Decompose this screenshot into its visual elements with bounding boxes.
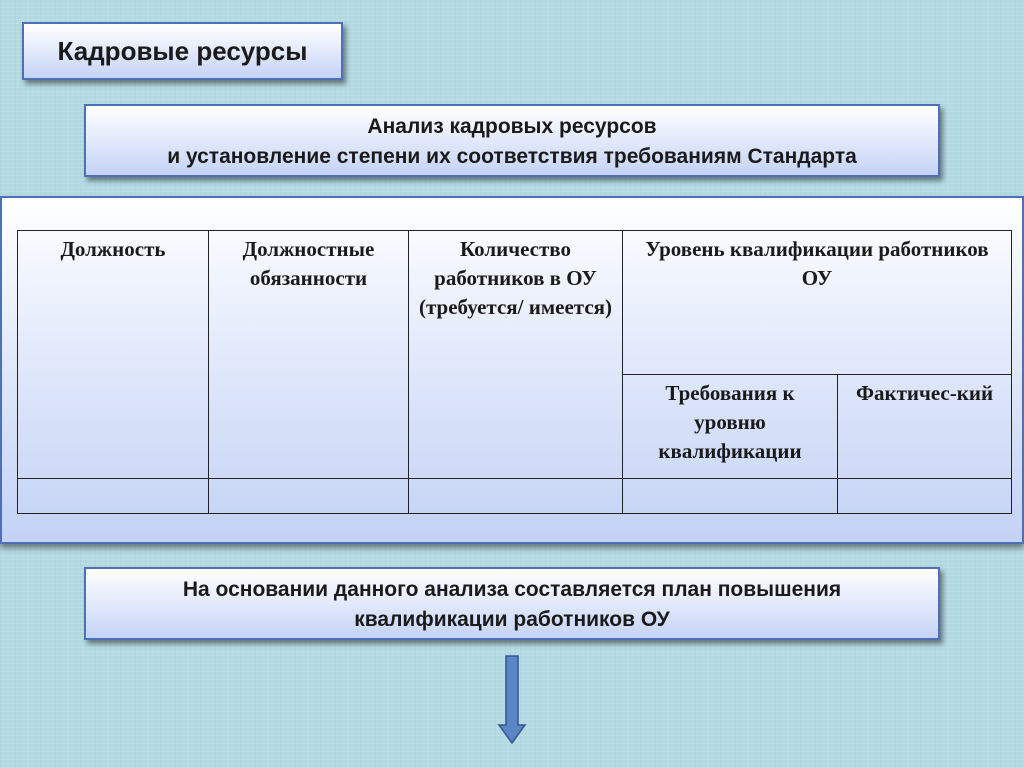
header-qualification: Уровень квалификации работников ОУ bbox=[622, 230, 1012, 375]
table-cell bbox=[208, 477, 409, 515]
table-panel: Должность Должностные обязанности Количе… bbox=[0, 196, 1024, 544]
table-cell bbox=[408, 477, 623, 515]
header-requirements: Требования к уровню квалификации bbox=[622, 373, 838, 479]
table-cell bbox=[622, 477, 838, 515]
table-cell bbox=[837, 477, 1012, 515]
header-actual: Фактичес-кий bbox=[837, 373, 1012, 479]
down-arrow-icon bbox=[497, 655, 527, 745]
staffing-table: Должность Должностные обязанности Количе… bbox=[17, 230, 1012, 515]
header-duties: Должностные обязанности bbox=[208, 230, 409, 479]
plan-line-2: квалификации работников ОУ bbox=[354, 608, 670, 631]
page-title-text: Кадровые ресурсы bbox=[57, 36, 308, 66]
analysis-box: Анализ кадровых ресурсов и установление … bbox=[84, 104, 940, 177]
plan-box: На основании данного анализа составляетс… bbox=[84, 567, 940, 640]
table-cell bbox=[17, 477, 209, 515]
header-count: Количество работников в ОУ (требуется/ и… bbox=[408, 230, 623, 479]
header-position: Должность bbox=[17, 230, 209, 479]
page-title: Кадровые ресурсы bbox=[22, 22, 343, 80]
table-header-row: Должность Должностные обязанности Количе… bbox=[17, 230, 1012, 479]
table-subheader-row: Требования к уровню квалификации Фактиче… bbox=[18, 373, 1012, 479]
plan-line-1: На основании данного анализа составляетс… bbox=[182, 578, 842, 601]
analysis-line-2: и установление степени их соответствия т… bbox=[167, 145, 857, 168]
analysis-line-1: Анализ кадровых ресурсов bbox=[367, 115, 657, 138]
table-row bbox=[17, 477, 1012, 515]
